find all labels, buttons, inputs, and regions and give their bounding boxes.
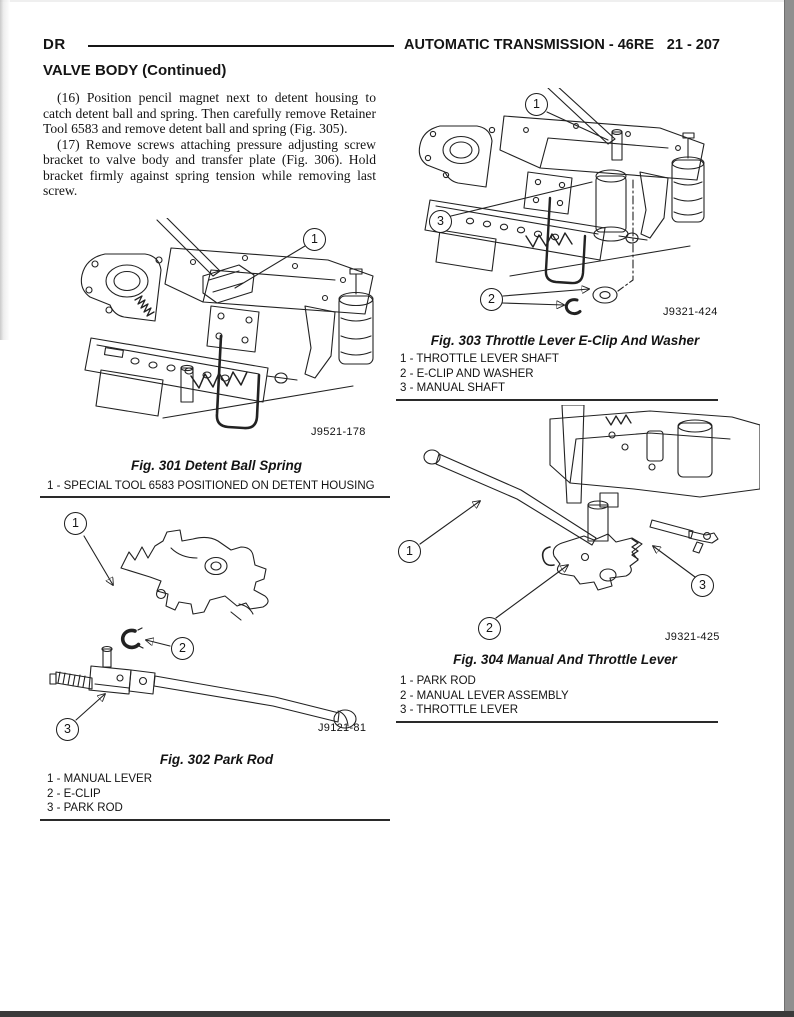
legend-item: 1 - THROTTLE LEVER SHAFT	[400, 353, 559, 365]
step-17: (17) Remove screws attaching pressure ad…	[43, 136, 376, 199]
column-rule	[396, 399, 718, 401]
legend-item: 3 - PARK ROD	[47, 802, 123, 814]
leader-arrow	[653, 546, 696, 578]
chapter-title: AUTOMATIC TRANSMISSION - 46RE	[404, 37, 655, 53]
valve-body-drawing-303	[418, 88, 705, 316]
figure-301-illustration: 1 J9521-178	[43, 218, 390, 456]
leader-arrow	[83, 535, 113, 585]
page-bottom-edge	[0, 1011, 794, 1017]
procedure-text: (16) Position pencil magnet next to dete…	[43, 90, 376, 199]
figure-302-illustration: 1 2 3 J9121-81	[43, 508, 390, 748]
column-rule	[396, 721, 718, 723]
legend-item: 2 - E-CLIP AND WASHER	[400, 367, 534, 380]
leader-arrow	[146, 640, 171, 647]
plate-code: J9321-424	[663, 306, 718, 318]
model-code: DR	[43, 36, 66, 53]
column-rule	[40, 819, 390, 821]
callout-2: 2	[171, 637, 194, 660]
leader-arrow	[75, 694, 105, 721]
leader-arrow	[501, 303, 564, 305]
leader-line	[234, 245, 306, 289]
legend-item: 1 - MANUAL LEVER	[47, 773, 153, 785]
legend-item: 1 - PARK ROD	[400, 675, 476, 687]
legend-item: 3 - MANUAL SHAFT	[400, 382, 506, 394]
figure-303-legend: 1 - THROTTLE LEVER SHAFT 2 - E-CLIP AND …	[400, 352, 559, 396]
plate-code: J9121-81	[318, 722, 367, 734]
figure-304-illustration: 1 2 3 J9321-425	[398, 405, 760, 647]
plate-code: J9521-178	[311, 426, 366, 438]
leader-arrow	[502, 289, 589, 297]
header-rule	[88, 45, 394, 47]
valve-body-drawing-301	[80, 218, 374, 430]
callout-1: 1	[398, 540, 421, 563]
vertical-scrollbar[interactable]	[784, 0, 794, 1017]
figure-302-caption: Fig. 302 Park Rod	[159, 752, 274, 767]
figure-301-legend: 1 - SPECIAL TOOL 6583 POSITIONED ON DETE…	[47, 479, 375, 494]
callout-1: 1	[525, 93, 548, 116]
figure-301-caption: Fig. 301 Detent Ball Spring	[130, 458, 303, 473]
column-rule	[40, 496, 390, 498]
header-right: AUTOMATIC TRANSMISSION - 46RE 21 - 207	[404, 37, 720, 53]
legend-item: 2 - E-CLIP	[47, 787, 101, 800]
figure-303-caption: Fig. 303 Throttle Lever E-Clip And Washe…	[430, 333, 700, 348]
callout-1: 1	[303, 228, 326, 251]
manual-throttle-lever-drawing	[419, 405, 760, 619]
park-rod-drawing	[49, 529, 357, 729]
plate-code: J9321-425	[665, 631, 720, 643]
leader-arrow	[419, 501, 480, 545]
callout-2: 2	[480, 288, 503, 311]
figure-304-caption: Fig. 304 Manual And Throttle Lever	[453, 652, 677, 667]
callout-1: 1	[64, 512, 87, 535]
legend-item: 1 - SPECIAL TOOL 6583 POSITIONED ON DETE…	[47, 480, 375, 492]
leader-arrow	[495, 565, 568, 619]
legend-item: 3 - THROTTLE LEVER	[400, 704, 519, 716]
step-16: (16) Position pencil magnet next to dete…	[43, 90, 376, 136]
figure-304-legend: 1 - PARK ROD 2 - MANUAL LEVER ASSEMBLY 3…	[400, 674, 569, 718]
page-left-edge-shadow	[0, 0, 10, 340]
callout-3: 3	[429, 210, 452, 233]
callout-3: 3	[691, 574, 714, 597]
page-top-edge	[0, 0, 794, 2]
leader-line	[450, 181, 593, 217]
leader-line	[546, 111, 609, 141]
callout-3: 3	[56, 718, 79, 741]
figure-302-legend: 1 - MANUAL LEVER 2 - E-CLIP 3 - PARK ROD	[47, 772, 152, 816]
callout-2: 2	[478, 617, 501, 640]
section-title: VALVE BODY (Continued)	[43, 62, 227, 79]
page-number: 21 - 207	[666, 37, 720, 53]
figure-303-illustration: 1 3 2 J9321-424	[400, 88, 760, 326]
legend-item: 2 - MANUAL LEVER ASSEMBLY	[400, 689, 569, 702]
